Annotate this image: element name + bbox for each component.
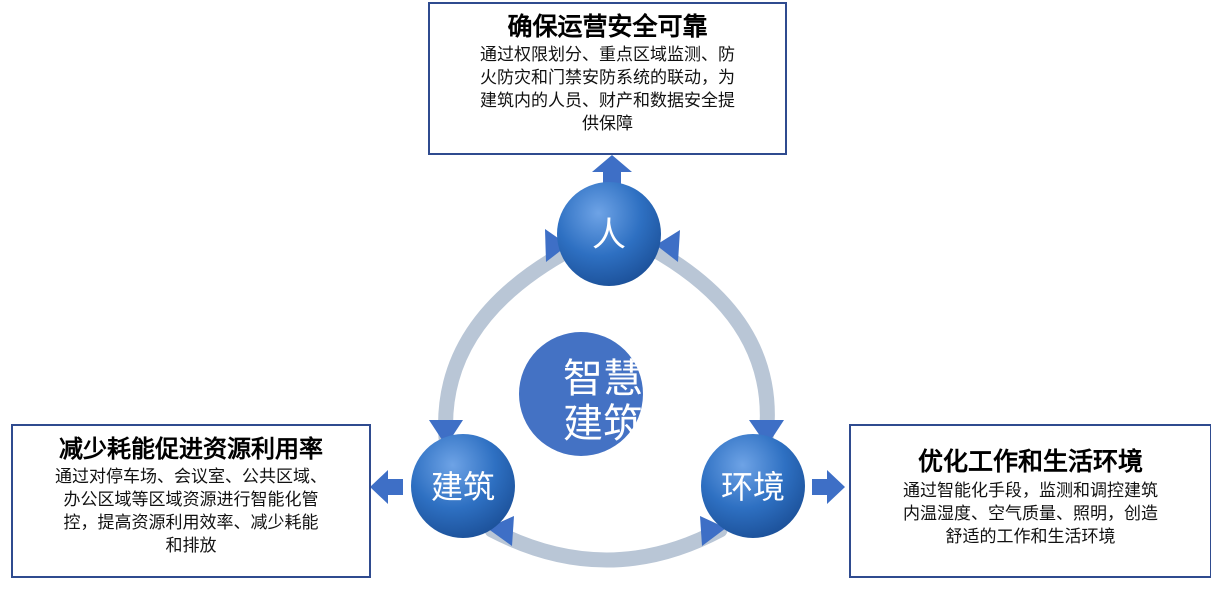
node-people [557, 182, 661, 286]
right-box-description: 通过智能化手段，监测和调控建筑 内温湿度、空气质量、照明，创造 舒适的工作和生活… [861, 480, 1200, 549]
left-box-line: 和排放 [165, 536, 217, 556]
left-box-description: 通过对停车场、会议室、公共区域、 办公区域等区域资源进行智能化管 控，提高资源利… [23, 466, 359, 558]
top-box-title: 确保运营安全可靠 [507, 12, 708, 41]
ring-arrowhead-top-right [656, 230, 680, 262]
right-box-title: 优化工作和生活环境 [917, 447, 1143, 476]
node-environment-label: 环境 [721, 468, 785, 506]
node-environment [701, 434, 805, 538]
left-box-title: 减少耗能促进资源利用率 [59, 435, 323, 463]
arrow-to-top-box [592, 155, 632, 184]
ring-arrowhead-top-left [545, 229, 568, 262]
right-info-box: 优化工作和生活环境 通过智能化手段，监测和调控建筑 内温湿度、空气质量、照明，创… [849, 424, 1211, 578]
arrow-to-right-box [812, 470, 845, 504]
right-box-line: 舒适的工作和生活环境 [945, 527, 1116, 547]
top-box-line: 建筑内的人员、财产和数据安全提 [480, 91, 735, 111]
node-people-label: 人 [592, 215, 626, 255]
node-building-label: 建筑 [431, 468, 495, 506]
top-box-line: 供保障 [582, 114, 633, 134]
ring-arrowhead-bottom-left [487, 516, 514, 546]
node-building [411, 434, 515, 538]
right-box-line: 内温湿度、空气质量、照明，创造 [903, 504, 1158, 524]
left-box-line: 办公区域等区域资源进行智能化管 [63, 490, 319, 510]
top-box-line: 通过权限划分、重点区域监测、防 [480, 45, 735, 65]
left-box-line: 通过对停车场、会议室、公共区域、 [55, 467, 327, 487]
ring-arrowhead-left [429, 420, 463, 446]
left-box-line: 控，提高资源利用效率、减少耗能 [63, 513, 319, 533]
ring-arrowhead-bottom-right [700, 516, 726, 546]
right-box-line: 通过智能化手段，监测和调控建筑 [903, 481, 1158, 501]
ring-arc-right [643, 240, 775, 446]
top-box-description: 通过权限划分、重点区域监测、防 火防灾和门禁安防系统的联动，为 建筑内的人员、财… [444, 44, 771, 136]
arrow-to-left-box [370, 470, 403, 504]
left-info-box: 减少耗能促进资源利用率 通过对停车场、会议室、公共区域、 办公区域等区域资源进行… [11, 424, 371, 578]
ring-arc-left [438, 240, 581, 446]
center-label-line2: 建筑 [563, 401, 643, 447]
ring-arc-bottom [484, 522, 728, 568]
top-info-box: 确保运营安全可靠 通过权限划分、重点区域监测、防 火防灾和门禁安防系统的联动，为… [428, 2, 787, 155]
center-circle [519, 332, 643, 456]
ring-arrowhead-right [749, 420, 784, 446]
top-box-line: 火防灾和门禁安防系统的联动，为 [480, 68, 735, 88]
center-label-line1: 智慧 [563, 356, 643, 402]
